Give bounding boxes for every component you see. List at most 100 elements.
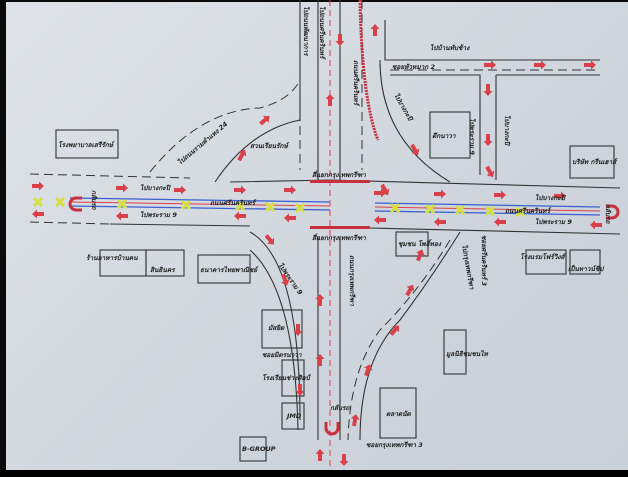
direction-label: ไปกรุงเทพกรีฑา <box>460 244 476 290</box>
direction-label: ไปบางกะปิ <box>503 115 511 147</box>
building-label: บริษัท กรีนเฮาส์ <box>572 158 618 166</box>
direction-label: ไปพระราม 9 <box>276 262 304 297</box>
traffic-arrow-icon <box>494 217 506 227</box>
cross-road-label: ถนนกรุงเทพกรีฑา <box>348 255 356 306</box>
traffic-arrow-icon <box>32 209 44 219</box>
traffic-arrow-icon <box>281 273 290 286</box>
building-label: ชุมชน โพธิ์ทอง <box>398 238 442 248</box>
overpass-edge <box>317 0 341 440</box>
building-label: ร้านอาหารบ้านคน <box>86 254 138 262</box>
traffic-arrow-icon <box>116 211 128 221</box>
u-turn-icon <box>68 196 82 212</box>
closure-x-icon <box>389 202 401 214</box>
traffic-arrow-icon <box>534 60 546 70</box>
traffic-arrow-icon <box>389 325 400 336</box>
traffic-arrow-icon <box>234 211 246 221</box>
direction-label: ไปบางกะปิ <box>140 184 172 192</box>
traffic-arrow-icon <box>410 143 420 156</box>
direction-label: ไปบางกะปิ <box>535 194 567 202</box>
overpass-label: ถนนศรีนครินทร์ <box>352 60 360 107</box>
ramp <box>379 59 451 183</box>
direction-label: ไปบ้านทับช้าง <box>430 44 470 52</box>
building-label: ธนาคารไทยพาณิชย์ <box>200 266 259 274</box>
building-label: ตึกนาวา <box>432 132 456 140</box>
building-label: มัสยิด <box>268 324 285 332</box>
traffic-arrow-icon <box>485 165 495 178</box>
side-roads <box>384 20 600 180</box>
traffic-arrow-icon <box>315 449 325 461</box>
ramp <box>347 239 451 441</box>
building-label: สวนเรียนรักษ์ <box>250 142 290 150</box>
ramp <box>249 231 461 441</box>
u-turn-label: กลับรถ <box>330 404 351 412</box>
road-edge <box>229 179 621 189</box>
closure-x-icon <box>32 196 44 208</box>
stopline-south <box>310 226 370 229</box>
traffic-arrow-icon <box>434 217 446 227</box>
median <box>69 197 601 216</box>
soi-label: ซอยมิตรนาวา <box>262 351 302 359</box>
closure-x-icon <box>264 201 276 213</box>
traffic-arrows <box>32 24 620 466</box>
u-turn-label: กลับรถ <box>604 204 612 225</box>
traffic-arrow-icon <box>315 354 325 366</box>
ramp <box>214 0 301 183</box>
soi-label: ซอยศรีนครินทร์ 3 <box>480 235 488 287</box>
building-label: โรงเรียนช่างศิลป์ <box>262 373 311 382</box>
u-turn-icon <box>324 422 340 436</box>
buildings <box>55 111 615 462</box>
direction-label: ไปพระราม 9 <box>468 118 476 155</box>
ramp-highlight <box>358 0 380 141</box>
direction-label: ไปถนนพัฒนาการ <box>302 6 310 57</box>
closure-x-icon <box>424 203 436 215</box>
traffic-arrow-icon <box>416 249 425 262</box>
direction-label: ไปถนนศรีนครินทร์ <box>318 6 326 60</box>
traffic-arrow-icon <box>405 284 415 297</box>
main-road-label-left: ถนนศรีนครินทร์ <box>210 199 257 207</box>
closure-x-icon <box>234 200 246 212</box>
traffic-arrow-icon <box>293 324 303 336</box>
closure-x-icon <box>180 199 192 211</box>
closure-x-icon <box>454 204 466 216</box>
ramp <box>249 249 299 431</box>
direction-label: ไปบางกะปิ <box>392 92 415 124</box>
u-turn-icon <box>606 204 620 220</box>
closure-x-icon <box>54 196 66 208</box>
main-road-label-right: ถนนศรีนครินทร์ <box>505 207 552 215</box>
traffic-arrow-icon <box>380 183 390 196</box>
traffic-arrow-icon <box>584 60 596 70</box>
closure-x-icon <box>294 202 306 214</box>
soi-label: ซอยหัวหมาก 2 <box>392 63 435 71</box>
building-label: โรงพยาบาลเสรีรักษ์ <box>58 140 115 149</box>
traffic-arrow-icon <box>370 24 380 36</box>
direction-label: ไปพระราม 9 <box>140 211 177 219</box>
traffic-arrow-icon <box>590 220 602 230</box>
road-edge <box>29 173 191 179</box>
paper-sheet <box>6 2 628 470</box>
closure-x-icon <box>514 206 526 218</box>
road-edge <box>109 223 621 235</box>
traffic-arrow-icon <box>284 213 296 223</box>
traffic-arrow-icon <box>325 94 335 106</box>
traffic-arrow-icon <box>364 364 373 377</box>
traffic-arrow-icon <box>483 134 493 146</box>
intersection-north-label: สี่แยกกรุงเทพกรีฑา <box>312 170 366 179</box>
building-label: โรงแรมโฟร์วิงส์ <box>520 252 566 261</box>
crossing-markers <box>32 196 526 218</box>
traffic-arrow-icon <box>554 191 566 201</box>
building-label: เป็นทาวน์ชิป <box>568 264 605 273</box>
road-edge <box>29 221 111 225</box>
soi-label: ซอยกรุงเทพกรีฑา 3 <box>366 441 423 449</box>
closure-x-icon <box>116 198 128 210</box>
photo-border <box>0 470 628 477</box>
building-label: ตลาดนัด <box>386 410 412 418</box>
traffic-arrow-icon <box>434 189 446 199</box>
traffic-arrow-icon <box>284 185 296 195</box>
traffic-arrow-icon <box>483 84 493 96</box>
building-label: B-GROUP <box>242 445 276 453</box>
traffic-arrow-icon <box>116 183 128 193</box>
traffic-arrow-icon <box>32 181 44 191</box>
traffic-arrow-icon <box>350 414 360 427</box>
